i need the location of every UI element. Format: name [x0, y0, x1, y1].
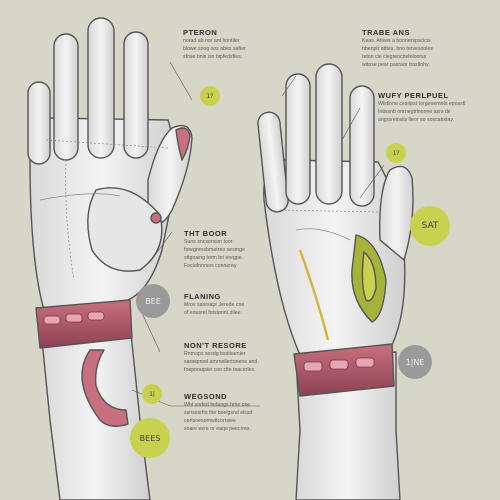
- right-glove: [257, 63, 414, 500]
- label-title: PTERON: [183, 28, 218, 37]
- label-title: TRABE ANS: [362, 28, 410, 37]
- badge-1: 1?: [200, 86, 220, 106]
- badge-text: 1?: [206, 92, 214, 100]
- label-title: WEGSOND: [184, 392, 228, 401]
- label-body: Rnmops sesdg bsalteenler saraspnrel amrn…: [184, 351, 258, 373]
- badge-6: 1|: [142, 384, 162, 404]
- label-body: Wistlnne cesripst torgenemnts eposstl In…: [378, 101, 466, 123]
- left-wrist-cuff: [35, 299, 133, 349]
- left-finger-pinky: [27, 81, 51, 165]
- badge-2: 1?: [386, 143, 406, 163]
- badge-text: SAT: [421, 221, 439, 231]
- left-finger-middle: [87, 17, 115, 159]
- left-glove: [27, 17, 193, 500]
- label-title: FLANING: [184, 292, 221, 301]
- badge-text: BEE: [145, 296, 161, 306]
- label-nont-resore: NON'T RESORE Rnmops sesdg bsalteenler sa…: [184, 341, 296, 374]
- label-body: Mrov sanrsapr Jerede cne of eousrel fots…: [184, 302, 245, 316]
- label-center: THT BOOR Suns sncsoncon toor foregnrnsbr…: [184, 229, 294, 270]
- label-top-right: TRABE ANS Keas. Afews a bonnerspsclcis n…: [362, 28, 494, 69]
- badge-text: 1?: [392, 149, 400, 157]
- label-title: WUFY PERLPUEL: [378, 91, 449, 100]
- right-finger-pinky: [257, 111, 289, 213]
- badge-text: 1|NE: [405, 357, 425, 367]
- label-body: Wht snded fedungs hme ose ssnsosrfrs the…: [184, 402, 253, 432]
- label-wegsond: WEGSOND Wht snded fedungs hme ose ssnsos…: [184, 392, 296, 433]
- right-wrist-cuff: [293, 343, 395, 397]
- badge-text: BEES: [139, 433, 161, 443]
- label-body: norad ab nor ant hontiler blowe snog sos…: [183, 38, 246, 60]
- label-mid-right: WUFY PERLPUEL Wistlnne cesripst torgenem…: [378, 91, 496, 124]
- left-finger-index: [123, 31, 149, 159]
- badge-text: 1|: [149, 390, 155, 398]
- label-title: NON'T RESORE: [184, 341, 247, 350]
- leader-lines: [131, 61, 385, 407]
- right-finger-index: [349, 85, 375, 207]
- badge-7: BEES: [130, 418, 170, 458]
- label-top-left: PTERON norad ab nor ant hontiler blowe s…: [183, 28, 303, 61]
- label-body: Keas. Afews a bonnerspsclcis nbenplr att…: [362, 38, 433, 68]
- badge-5: 1|NE: [398, 345, 432, 379]
- label-title: THT BOOR: [184, 229, 228, 238]
- label-flaning: FLANING Mrov sanrsapr Jerede cne of eous…: [184, 292, 294, 317]
- badge-3: SAT: [410, 206, 450, 246]
- right-finger-ring: [285, 73, 311, 205]
- right-finger-middle: [315, 63, 343, 205]
- badge-4: BEE: [136, 284, 170, 318]
- label-body: Suns sncsoncon toor foregnrnsbrnetreo se…: [184, 239, 245, 269]
